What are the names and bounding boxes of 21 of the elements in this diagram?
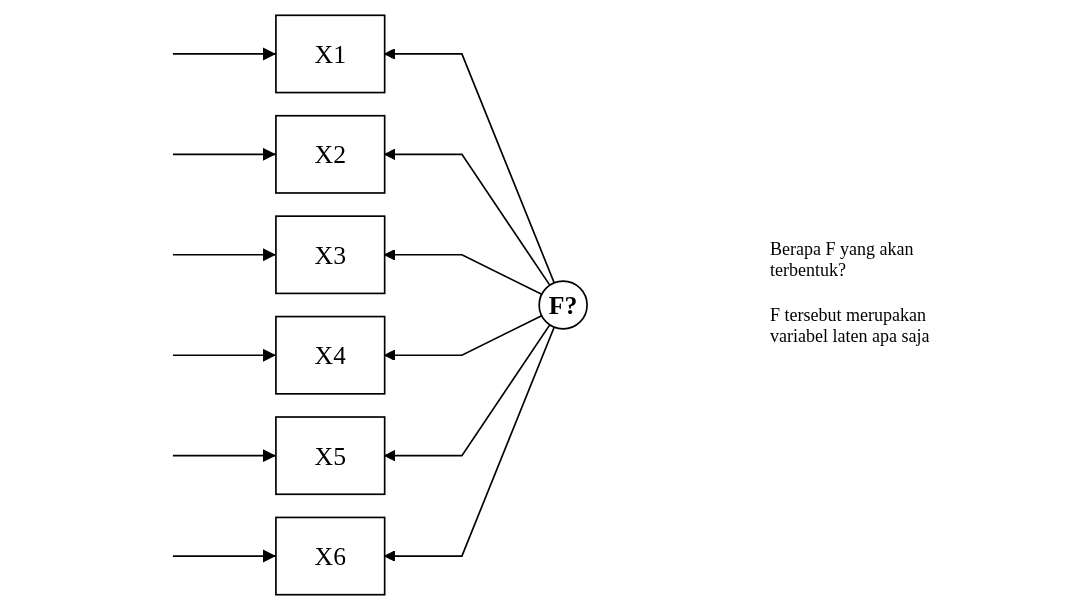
- note-text: F tersebut merupakan variabel laten apa saja: [770, 305, 931, 347]
- node-box: X4: [275, 315, 386, 395]
- arrow: [384, 314, 543, 361]
- arrow: [172, 147, 277, 162]
- node-box: X1: [275, 14, 386, 94]
- note-text: Berapa F yang akan terbentuk?: [770, 239, 915, 281]
- arrow: [384, 48, 555, 284]
- node-box: X3: [275, 215, 386, 295]
- arrow: [172, 448, 277, 463]
- arrow: [384, 249, 543, 296]
- node-circle: F?: [538, 280, 588, 330]
- arrow: [384, 326, 555, 562]
- arrow: [172, 549, 277, 563]
- node-box: X2: [275, 114, 386, 194]
- arrow: [172, 348, 277, 362]
- node-box: X5: [275, 416, 386, 496]
- node-box: X6: [275, 516, 386, 596]
- arrow: [172, 47, 277, 61]
- arrow: [172, 248, 277, 262]
- arrow: [384, 148, 551, 286]
- arrow: [384, 324, 551, 462]
